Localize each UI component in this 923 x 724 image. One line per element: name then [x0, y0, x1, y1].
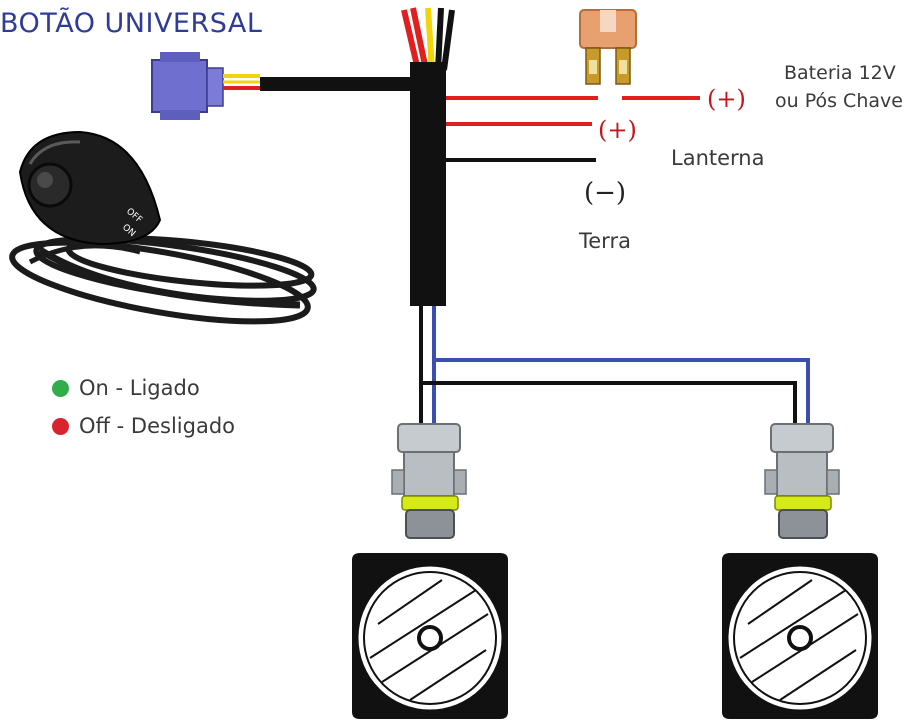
battery-label-line2: ou Pós Chave	[775, 90, 903, 112]
legend-label-off: Off - Desligado	[79, 414, 236, 438]
legend-label-on: On - Ligado	[79, 376, 200, 400]
ground-negative-symbol: (−)	[584, 178, 627, 208]
lantern-positive-symbol: (+)	[598, 116, 637, 144]
legend-item-on: On - Ligado	[52, 376, 200, 400]
diagram-title: BOTÃO UNIVERSAL	[0, 8, 263, 39]
battery-label-line1: Bateria 12V	[784, 62, 896, 84]
lamp-wires	[419, 306, 810, 430]
universal-switch-icon: OFF ON	[9, 130, 317, 325]
red-dot-icon	[52, 417, 69, 435]
fuse-icon	[579, 9, 637, 85]
switch-connector	[151, 52, 412, 120]
battery-positive-symbol: (+)	[707, 85, 746, 113]
output-wires	[446, 96, 700, 162]
wire-harness	[410, 62, 446, 306]
lantern-label: Lanterna	[671, 146, 765, 170]
ground-label: Terra	[579, 229, 631, 253]
right-lamp-plug	[764, 423, 840, 539]
legend-item-off: Off - Desligado	[52, 414, 235, 438]
right-lamp-icon	[722, 553, 878, 719]
left-lamp-plug	[391, 423, 467, 539]
green-dot-icon	[52, 379, 69, 397]
incoming-wire-bundle	[401, 7, 455, 71]
left-lamp-icon	[352, 553, 508, 719]
